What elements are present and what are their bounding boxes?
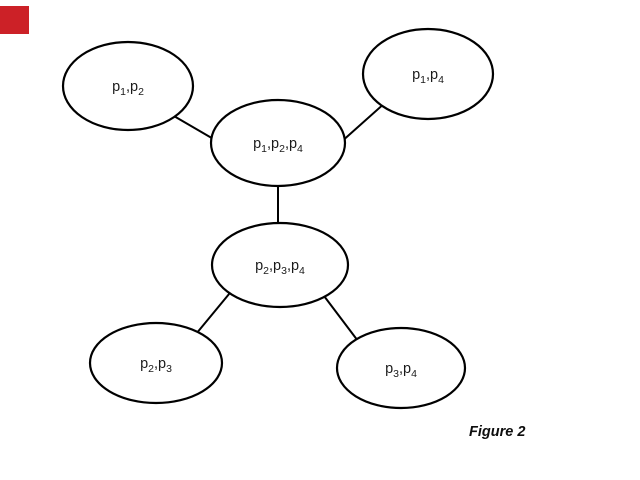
node-ellipse	[335, 326, 467, 410]
graph-edge-p1p4-p1p2p4	[339, 101, 387, 144]
graph-edge-p2p3p4-p2p3	[195, 287, 235, 335]
node-label: p2,p3,p4	[255, 258, 305, 277]
node-ellipse	[209, 98, 347, 188]
node-label: p1,p2,p4	[253, 136, 303, 155]
node-ellipse	[88, 321, 224, 405]
node-ellipse	[61, 40, 195, 132]
node-ellipse	[210, 221, 350, 309]
graph-node-p1p2: p1,p2	[61, 40, 195, 132]
graph-node-p3p4: p3,p4	[335, 326, 467, 410]
graph-node-p1p4: p1,p4	[361, 27, 495, 121]
node-label: p1,p4	[412, 67, 444, 86]
node-label: p3,p4	[385, 361, 417, 380]
figure-caption: Figure 2	[469, 424, 526, 440]
node-ellipse	[361, 27, 495, 121]
red-square-marker	[0, 6, 29, 34]
graph-node-p1p2p4: p1,p2,p4	[209, 98, 347, 188]
node-label: p2,p3	[140, 356, 172, 375]
graph-node-p2p3p4: p2,p3,p4	[210, 221, 350, 309]
node-label: p1,p2	[112, 79, 144, 98]
graph-node-p2p3: p2,p3	[88, 321, 224, 405]
